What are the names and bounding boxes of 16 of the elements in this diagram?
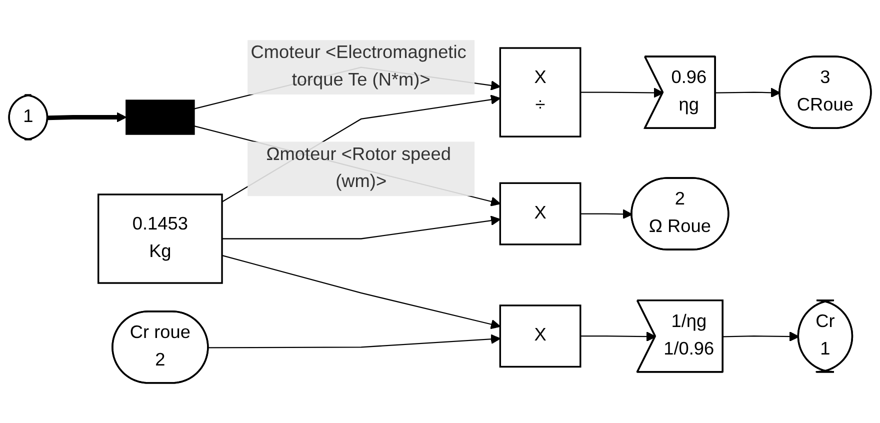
arrow (723, 332, 800, 342)
edge-label: Cmoteur <Electromagnetic torque Te (N*m)> (250, 43, 466, 90)
arrow (580, 88, 664, 98)
arrow (48, 112, 127, 122)
node-bar (126, 100, 195, 135)
arrow (580, 332, 656, 342)
node-box: 0.1453 Kg (98, 194, 223, 284)
arrow (716, 88, 781, 98)
node-box: X ÷ (499, 47, 582, 138)
arrow (208, 334, 501, 348)
arrow (580, 209, 632, 220)
node-box: X (499, 182, 582, 246)
node-box: X (499, 304, 582, 368)
edge-label: Ωmoteur <Rotor speed (wm)> (266, 145, 451, 192)
arrow (222, 216, 501, 240)
arrow (222, 254, 501, 330)
